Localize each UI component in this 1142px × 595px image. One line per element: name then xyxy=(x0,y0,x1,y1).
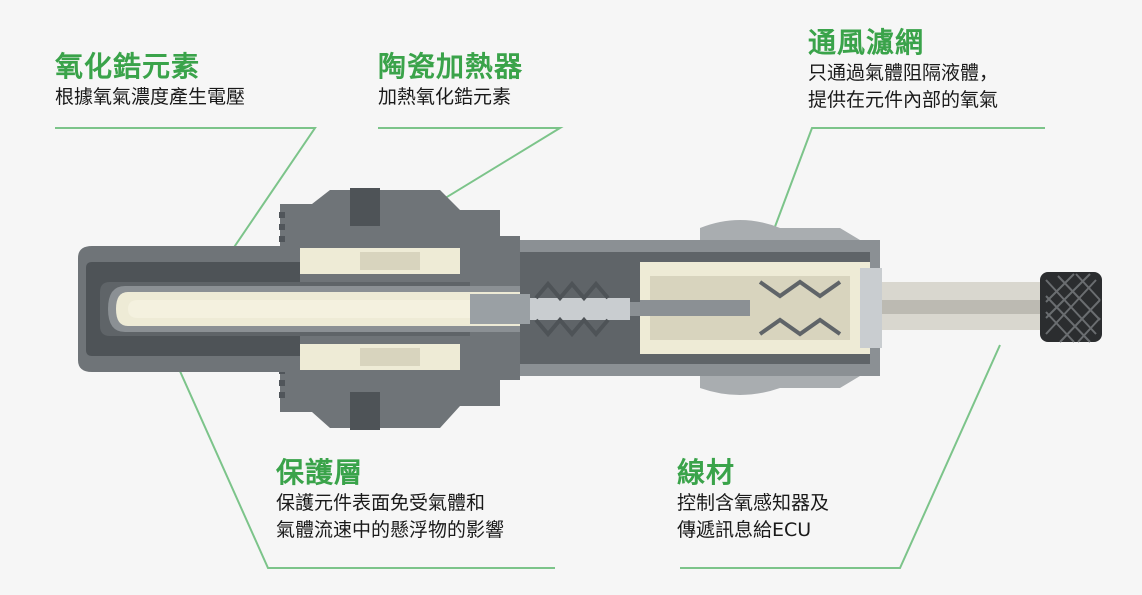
rear-housing xyxy=(520,220,882,395)
label-title: 線材 xyxy=(677,456,736,489)
label-title: 保護層 xyxy=(276,456,364,489)
label-ventilation-filter: 通風濾網 只通過氣體阻隔液體， 提供在元件內部的氧氣 xyxy=(808,26,998,114)
label-title: 氧化鋯元素 xyxy=(55,50,201,83)
cable xyxy=(880,272,1102,343)
label-desc-line: 只通過氣體阻隔液體， xyxy=(808,62,999,84)
label-desc-line: 氣體流速中的懸浮物的影響 xyxy=(276,519,505,541)
label-desc-line: 傳遞訊息給ECU xyxy=(677,519,812,541)
label-title: 陶瓷加熱器 xyxy=(378,50,524,83)
leader-filter xyxy=(769,127,1045,241)
label-desc-line: 提供在元件內部的氧氣 xyxy=(808,89,999,111)
leader-wire xyxy=(680,344,1001,569)
label-desc-line: 控制含氧感知器及 xyxy=(677,492,830,514)
label-desc-line: 根據氧氣濃度產生電壓 xyxy=(55,86,246,108)
leader-zirconia xyxy=(55,127,317,291)
ceramic-heater xyxy=(128,280,670,338)
label-desc-line: 保護元件表面免受氣體和 xyxy=(276,492,486,514)
label-ceramic-heater: 陶瓷加熱器 加熱氧化鋯元素 xyxy=(378,50,523,111)
label-wire: 線材 控制含氧感知器及 傳遞訊息給ECU xyxy=(677,456,829,544)
leader-protect xyxy=(174,359,555,569)
label-desc-line: 加熱氧化鋯元素 xyxy=(378,86,512,108)
label-zirconia-element: 氧化鋯元素 根據氧氣濃度產生電壓 xyxy=(55,50,245,111)
label-protection-layer: 保護層 保護元件表面免受氣體和 氣體流速中的懸浮物的影響 xyxy=(276,456,504,544)
label-title: 通風濾網 xyxy=(808,26,925,59)
